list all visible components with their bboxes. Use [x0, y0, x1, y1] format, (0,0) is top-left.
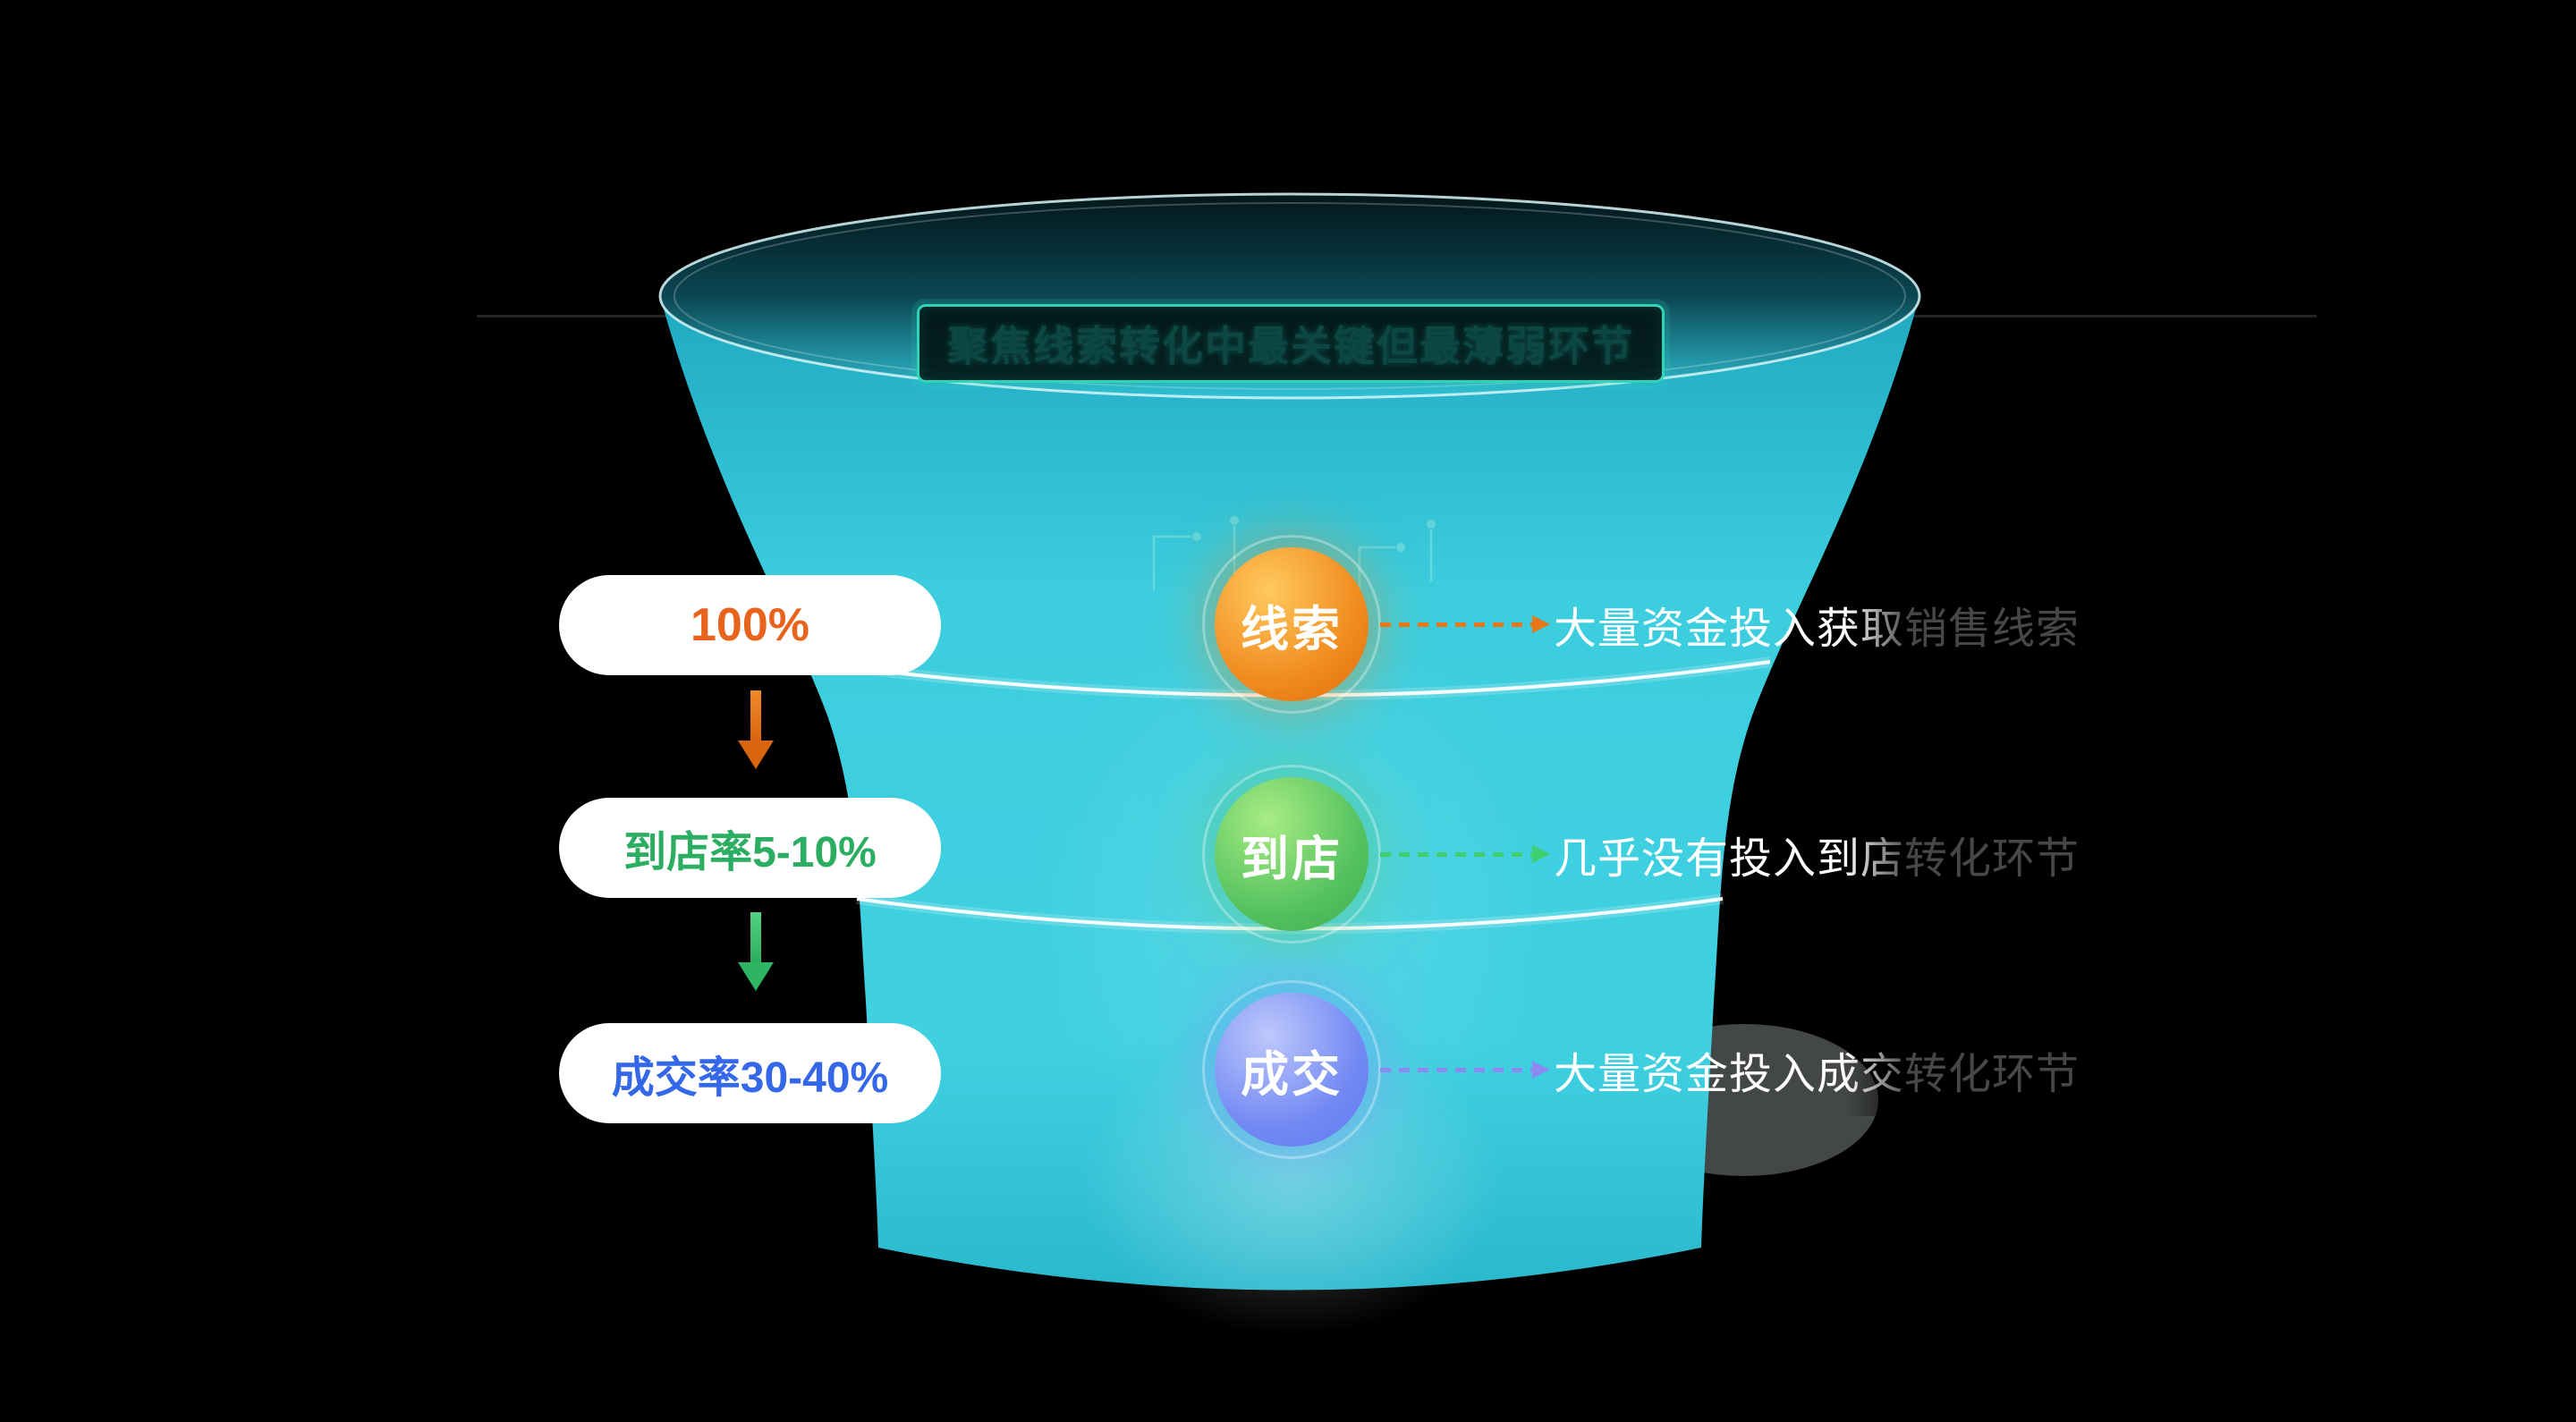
- orb-leads-label: 线索: [1241, 602, 1343, 656]
- pill-visit-rate-label: 到店率5-10%: [623, 829, 877, 876]
- pill-leads-rate: 100%: [559, 575, 941, 675]
- pill-deal-rate-label: 成交率30-40%: [611, 1054, 889, 1102]
- annotation-leads: 大量资金投入获取销售线索: [1380, 578, 2230, 671]
- pill-deal-rate: 成交率30-40%: [559, 1023, 941, 1123]
- arrow-head: [738, 962, 774, 991]
- orb-deal: 成交: [1202, 980, 1381, 1159]
- orb-leads: 线索: [1202, 535, 1381, 714]
- title-box: 聚焦线索转化中最关键但最薄弱环节: [917, 304, 1665, 383]
- arrow-stem: [750, 690, 761, 741]
- arrow-head: [738, 741, 774, 769]
- orb-store-visit: 到店: [1202, 765, 1381, 944]
- annotation-deal-text: 大量资金投入成交转化环节: [1554, 1051, 2080, 1098]
- dashed-arrow-right-icon: [1380, 614, 1550, 633]
- annotation-store-visit: 几乎没有投入到店转化环节: [1380, 808, 2230, 901]
- dashed-arrow-right-icon: [1380, 844, 1550, 863]
- orb-deal-label: 成交: [1241, 1047, 1343, 1102]
- annotation-deal: 大量资金投入成交转化环节: [1380, 1023, 2230, 1116]
- dashed-arrow-right-icon: [1380, 1060, 1550, 1079]
- orb-store-visit-label: 到店: [1241, 832, 1343, 886]
- down-arrow-leads-to-visit-icon: [738, 690, 774, 769]
- pill-leads-rate-label: 100%: [691, 599, 809, 651]
- down-arrow-visit-to-deal-icon: [738, 912, 774, 991]
- arrow-stem: [750, 912, 761, 962]
- annotation-store-visit-text: 几乎没有投入到店转化环节: [1554, 835, 2080, 883]
- pill-visit-rate: 到店率5-10%: [559, 798, 941, 898]
- annotation-leads-text: 大量资金投入获取销售线索: [1554, 605, 2080, 653]
- title-text: 聚焦线索转化中最关键但最薄弱环节: [947, 323, 1634, 369]
